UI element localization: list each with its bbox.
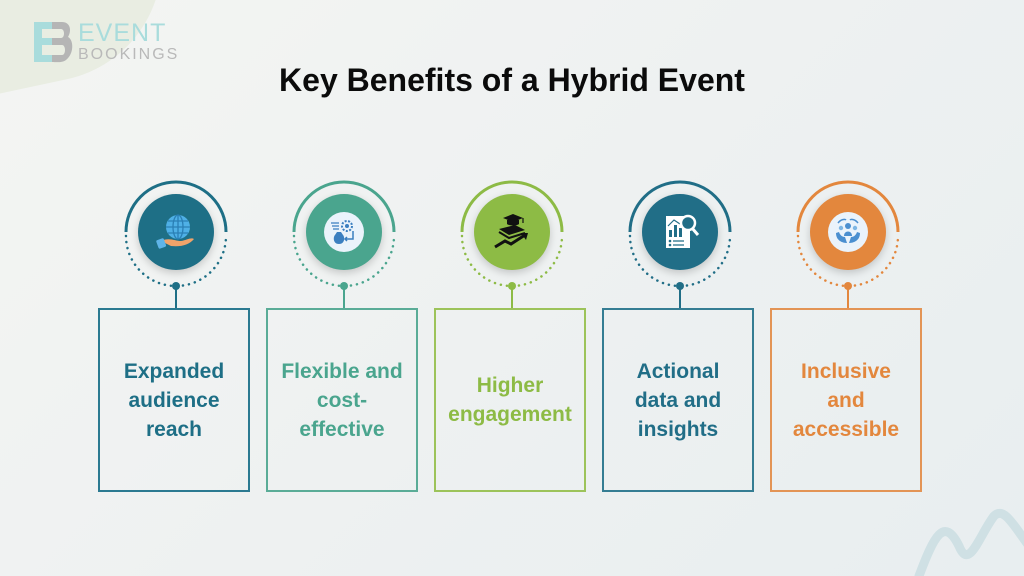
benefit-label: Higher engagement [448,374,572,426]
benefit-card-inclusive: Inclusive and accessible [770,176,926,498]
connector-line [343,284,345,308]
connector-line [175,284,177,308]
benefit-label: Expanded audience reach [123,359,225,441]
connector-line [679,284,681,308]
logo-text-bookings: BOOKINGS [78,46,180,63]
benefit-label-box: Actional data and insights [602,308,754,492]
connector-line [511,284,513,308]
benefit-card-flexible-cost: Flexible and cost-effective [266,176,422,498]
benefit-label-box: Inclusive and accessible [770,308,922,492]
benefit-label-box: Expanded audience reach [98,308,250,492]
eb-logo-mark-icon [34,22,73,63]
event-bookings-logo: EVENT BOOKINGS [32,20,179,64]
globe-in-hand-icon [138,194,214,270]
money-bag-gear-icon [306,194,382,270]
benefit-label: Inclusive and accessible [792,359,900,441]
report-magnifier-icon [642,194,718,270]
benefit-label: Flexible and cost-effective [281,359,403,441]
benefit-card-data-insights: Actional data and insights [602,176,758,498]
decorative-squiggle [914,509,1024,576]
logo-text-event: EVENT [78,19,167,47]
benefit-label-box: Higher engagement [434,308,586,492]
benefit-card-higher-engagement: Higher engagement [434,176,590,498]
benefit-label-box: Flexible and cost-effective [266,308,418,492]
page-title: Key Benefits of a Hybrid Event [279,62,745,98]
people-in-hands-icon [810,194,886,270]
benefit-card-expanded-reach: Expanded audience reach [98,176,254,498]
graduation-cap-growth-icon [474,194,550,270]
connector-line [847,284,849,308]
benefit-label: Actional data and insights [634,359,722,441]
